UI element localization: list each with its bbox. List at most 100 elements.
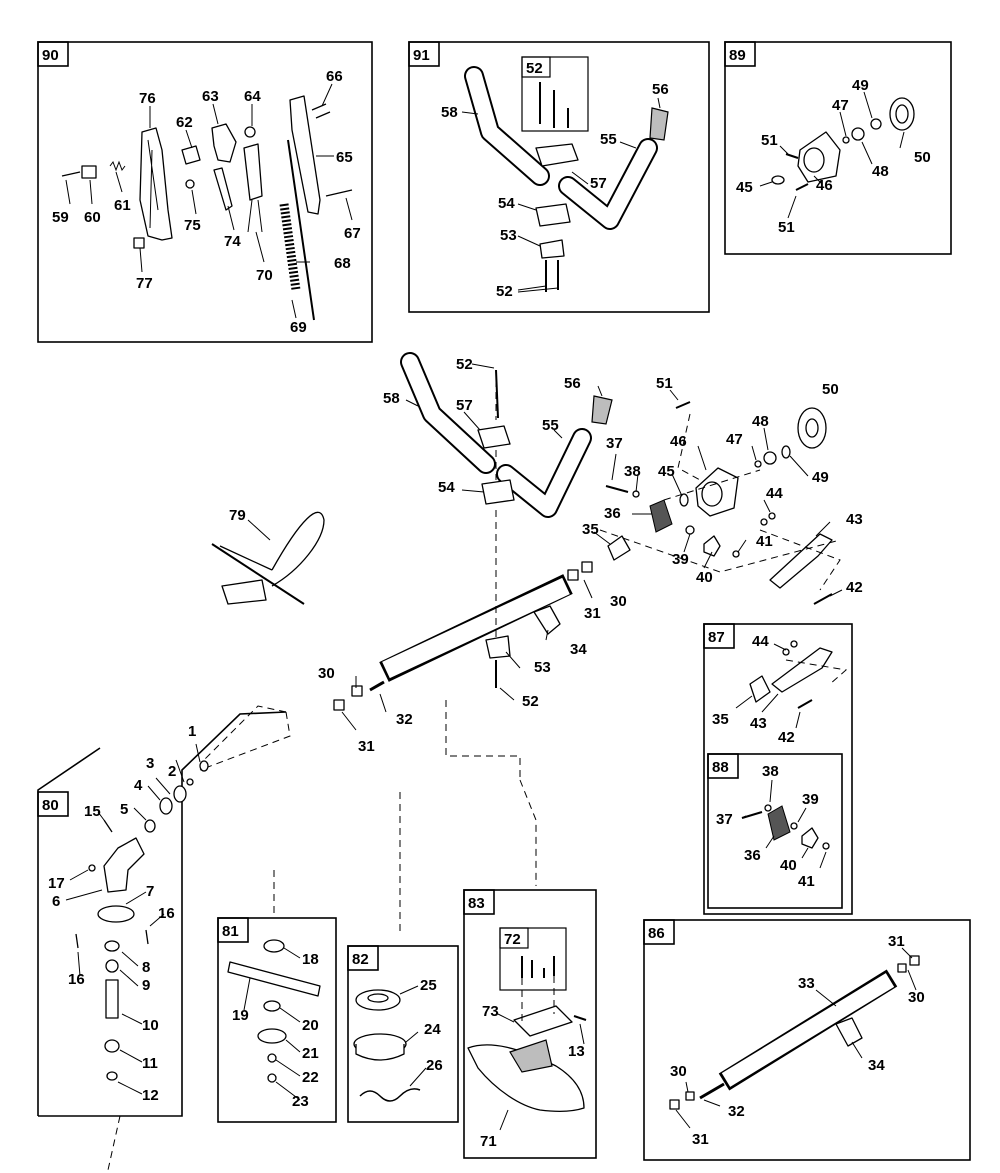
part-39-washer <box>790 822 798 830</box>
part-45-ring <box>679 493 689 507</box>
inset-box-83: 83 72 73 13 71 <box>463 889 597 1159</box>
part-30-bushing <box>351 685 363 697</box>
callout-37-box88: 37 <box>716 811 733 828</box>
part-31-nut-a <box>909 955 920 966</box>
callout-22: 22 <box>302 1069 319 1086</box>
callout-31-box86-b: 31 <box>692 1131 709 1148</box>
part-60-nut <box>81 165 97 179</box>
part-1-snap-ring <box>199 760 209 772</box>
part-3-bearing <box>173 785 187 803</box>
box-label-82: 82 <box>352 951 369 968</box>
callout-68: 68 <box>334 255 351 272</box>
callout-51-main: 51 <box>656 375 673 392</box>
callout-36-main: 36 <box>604 505 621 522</box>
part-49-ring <box>781 445 791 459</box>
callout-12: 12 <box>142 1087 159 1104</box>
part-55-right-handlebar <box>498 430 590 516</box>
part-45-ring <box>771 175 785 185</box>
callout-52-a: 52 <box>456 356 473 373</box>
callout-41-main: 41 <box>756 533 773 550</box>
part-30-bushing-b <box>685 1091 695 1101</box>
part-43-guard-bracket <box>771 647 833 693</box>
callout-62: 62 <box>176 114 193 131</box>
main-exploded-view: 52 58 56 51 50 57 55 37 46 47 48 38 45 4… <box>107 352 863 1171</box>
part-22-washer <box>267 1053 277 1063</box>
part-44-washer <box>768 512 776 520</box>
part-58-left-handlebar <box>466 68 548 184</box>
callout-32-box86: 32 <box>728 1103 745 1120</box>
part-34-clamp-knob <box>835 1017 863 1047</box>
part-63-trigger <box>211 123 237 163</box>
inset-box-80: 80 2 3 4 5 15 17 6 7 16 16 8 9 10 11 12 <box>37 711 287 1117</box>
callout-76: 76 <box>139 90 156 107</box>
part-5-nut <box>144 819 156 833</box>
part-59-screw <box>61 171 81 177</box>
callout-47-main: 47 <box>726 431 743 448</box>
callout-56-main: 56 <box>564 375 581 392</box>
callout-63: 63 <box>202 88 219 105</box>
callout-30-box86-a: 30 <box>908 989 925 1006</box>
box-label-87: 87 <box>708 629 725 646</box>
callout-21: 21 <box>302 1045 319 1062</box>
part-2-washer <box>186 778 194 786</box>
part-36-switch-housing <box>767 805 791 841</box>
callout-35-main: 35 <box>582 521 599 538</box>
box-label-83: 83 <box>468 895 485 912</box>
callout-55-main: 55 <box>542 417 559 434</box>
part-43-guard-bracket <box>769 533 833 589</box>
callout-50: 50 <box>914 149 931 166</box>
part-65-cover <box>289 95 321 215</box>
callout-48-main: 48 <box>752 413 769 430</box>
box-label-72: 72 <box>504 931 521 948</box>
part-53-clamp <box>485 635 511 659</box>
callout-19: 19 <box>232 1007 249 1024</box>
callout-77: 77 <box>136 275 153 292</box>
part-12-snap-ring <box>106 1071 118 1081</box>
box-label-91: 91 <box>413 47 430 64</box>
callout-57: 57 <box>590 175 607 192</box>
callout-31-a: 31 <box>584 605 601 622</box>
part-54-clamp <box>535 203 571 227</box>
part-53-clamp-lower <box>539 239 565 259</box>
part-18-adapter <box>263 939 285 953</box>
callout-43-box87: 43 <box>750 715 767 732</box>
callout-16-a: 16 <box>158 905 175 922</box>
part-30-bushing-top <box>567 569 579 581</box>
callout-46-main: 46 <box>670 433 687 450</box>
callout-50-main: 50 <box>822 381 839 398</box>
box-label-80: 80 <box>42 797 59 814</box>
inset-box-81: 81 18 19 20 21 22 23 <box>217 917 337 1123</box>
part-57-clamp-top <box>535 143 579 167</box>
callout-37: 37 <box>606 435 623 452</box>
callout-45-main: 45 <box>658 463 675 480</box>
callout-53: 53 <box>500 227 517 244</box>
callout-4: 4 <box>134 777 143 794</box>
part-56-grip <box>591 395 613 425</box>
callout-31-b: 31 <box>358 738 375 755</box>
callout-54: 54 <box>498 195 515 212</box>
box-label-52: 52 <box>526 60 543 77</box>
part-31-nut <box>333 699 345 711</box>
callout-44-main: 44 <box>766 485 783 502</box>
callout-70: 70 <box>256 267 273 284</box>
callout-36-box88: 36 <box>744 847 761 864</box>
callout-75: 75 <box>184 217 201 234</box>
box-label-88: 88 <box>712 759 729 776</box>
callout-48: 48 <box>872 163 889 180</box>
part-55-right-handlebar <box>560 140 656 228</box>
callout-65: 65 <box>336 149 353 166</box>
callout-43-main: 43 <box>846 511 863 528</box>
callout-26: 26 <box>426 1057 443 1074</box>
inset-box-82: 82 25 24 26 <box>347 945 459 1123</box>
callout-20: 20 <box>302 1017 319 1034</box>
callout-32-main: 32 <box>396 711 413 728</box>
inset-box-88: 88 38 39 37 36 40 41 <box>707 753 843 909</box>
callout-55: 55 <box>600 131 617 148</box>
box-label-89: 89 <box>729 47 746 64</box>
callout-44-box87: 44 <box>752 633 769 650</box>
part-16-screw-b <box>75 933 79 949</box>
callout-30-a: 30 <box>610 593 627 610</box>
callout-6: 6 <box>52 893 60 910</box>
part-38-spring <box>764 804 772 812</box>
